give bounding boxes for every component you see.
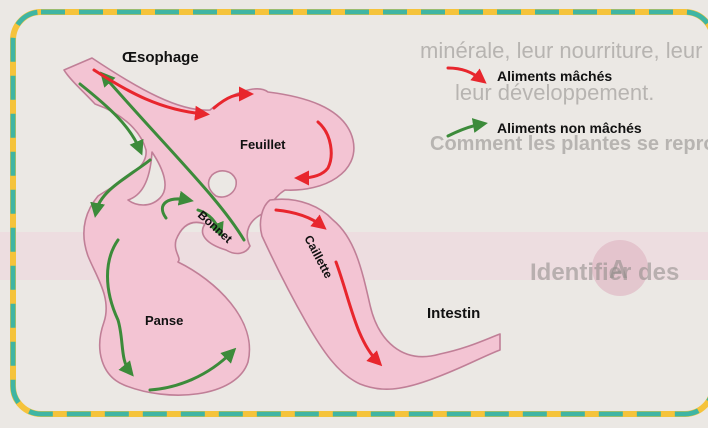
legend-chewed-label: Aliments mâchés: [497, 68, 612, 84]
background-banner-text: Identifier des: [530, 259, 679, 286]
background-heading: Comment les plantes se reproduisent: [430, 133, 708, 155]
label-feuillet: Feuillet: [240, 137, 286, 152]
background-text-line1: minérale, leur nourriture, leur respirat…: [420, 38, 708, 63]
label-oesophage: Œsophage: [122, 49, 199, 66]
label-panse: Panse: [145, 313, 183, 328]
bonnet-inner-fold: [209, 171, 237, 197]
legend-unchewed-label: Aliments non mâchés: [497, 120, 642, 136]
label-intestin: Intestin: [427, 305, 480, 322]
